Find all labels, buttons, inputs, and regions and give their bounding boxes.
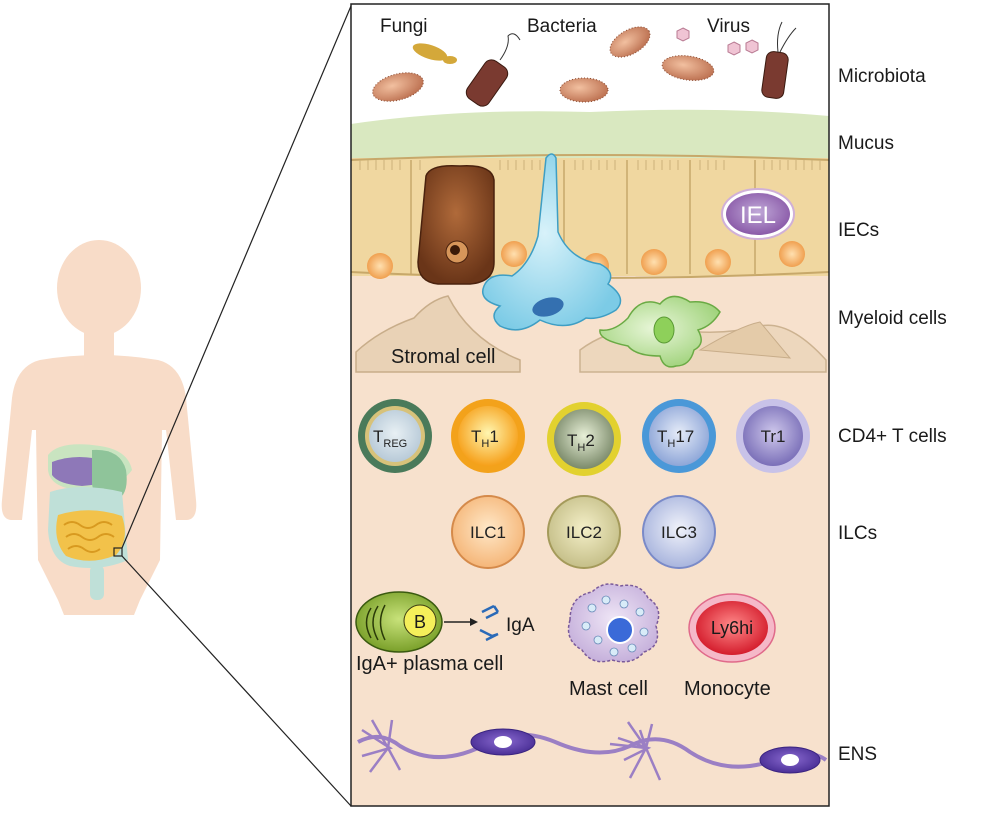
- panel-border: [350, 3, 830, 807]
- ilc2-cell: ILC2: [547, 495, 621, 569]
- svg-text:ILC3: ILC3: [661, 523, 697, 542]
- stromal-cell-label: Stromal cell: [391, 346, 495, 368]
- th1-cell: TH1: [451, 399, 525, 473]
- microbiota-group: [372, 21, 797, 107]
- th2-cell: TH2: [547, 402, 621, 476]
- mast-cell-label: Mast cell: [569, 678, 648, 700]
- ly6hi-label: Ly6hi: [711, 618, 753, 638]
- treg-cell: TREG: [358, 399, 432, 473]
- ly6hi-monocyte: Ly6hi: [688, 593, 776, 663]
- svg-text:ILC1: ILC1: [470, 523, 506, 542]
- svg-text:TREG: TREG: [373, 427, 407, 450]
- zoom-line-top: [121, 5, 352, 549]
- mucus-layer: [351, 109, 829, 170]
- rod-bacteria-icon: [465, 21, 797, 107]
- ilc1-cell: ILC1: [451, 495, 525, 569]
- svg-text:Tr1: Tr1: [761, 427, 786, 446]
- mast-cell: [567, 583, 660, 663]
- monocyte-label: Monocyte: [684, 678, 771, 700]
- bacteria-icon: [372, 26, 715, 103]
- microbiota-layer-label: Microbiota: [838, 66, 926, 87]
- bacteria-label: Bacteria: [527, 16, 597, 37]
- iga-label: IgA: [506, 615, 535, 636]
- svg-text:TH17: TH17: [657, 427, 694, 450]
- plasma-cell-label: IgA+ plasma cell: [356, 653, 503, 675]
- digestive-organs: [48, 444, 132, 600]
- ens-layer-label: ENS: [838, 744, 877, 765]
- iel-cell: IEL: [721, 188, 795, 240]
- svg-text:TH1: TH1: [471, 427, 499, 450]
- macrophage-cell: [599, 295, 721, 368]
- iecs-layer-label: IECs: [838, 220, 879, 241]
- ilc3-cell: ILC3: [642, 495, 716, 569]
- th17-cell: TH17: [642, 399, 716, 473]
- iga-antibody-icon: [444, 604, 500, 642]
- cd4-layer-label: CD4+ T cells: [838, 426, 947, 447]
- iga-plasma-cell: B: [355, 591, 443, 653]
- svg-text:ILC2: ILC2: [566, 523, 602, 542]
- virus-icon: [676, 27, 759, 56]
- iel-label: IEL: [740, 202, 776, 229]
- myeloid-layer-label: Myeloid cells: [838, 308, 947, 329]
- dendritic-cell: [482, 153, 622, 331]
- goblet-cell: [417, 164, 495, 285]
- fungi-label: Fungi: [380, 16, 428, 37]
- mucus-layer-label: Mucus: [838, 133, 894, 154]
- ens-neurons: [357, 719, 828, 781]
- tr1-cell: Tr1: [736, 399, 810, 473]
- b-nucleus-label: B: [414, 612, 426, 632]
- virus-label: Virus: [707, 16, 750, 37]
- fungi-icon: [412, 43, 457, 64]
- ilcs-layer-label: ILCs: [838, 523, 877, 544]
- zoom-line-bottom: [121, 555, 352, 807]
- svg-text:TH2: TH2: [567, 431, 595, 454]
